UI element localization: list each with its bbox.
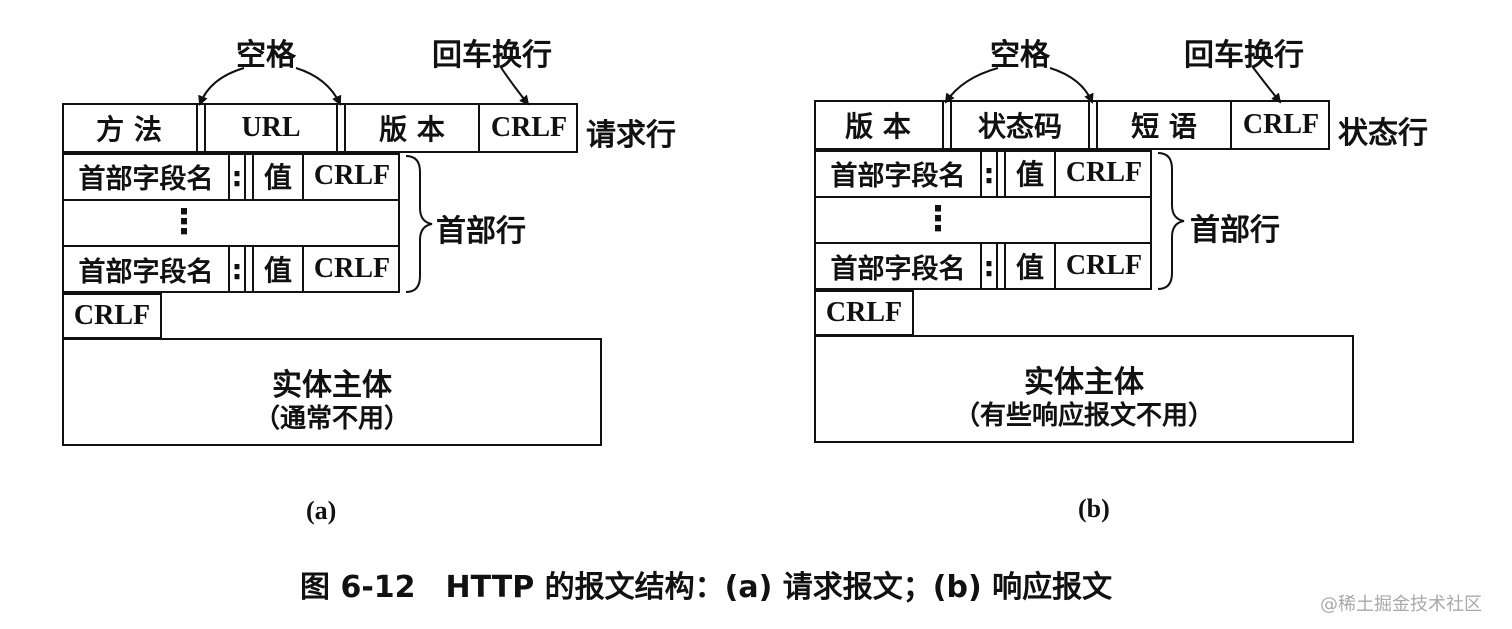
request-line-crlf: CRLF [490, 112, 568, 143]
response-body-title: 实体主体 [1024, 365, 1144, 400]
response-header-crlf-1: CRLF [1065, 157, 1143, 188]
request-body-note: （通常不用） [253, 404, 410, 434]
response-header-colon-2: : [983, 249, 995, 283]
request-body-frame: 实体主体 （通常不用） [62, 338, 602, 446]
request-space-arrow-right [295, 67, 342, 106]
watermark: @稀土掘金技术社区 [1320, 594, 1482, 615]
request-space-arrow-left [198, 67, 245, 106]
response-status-code: 状态码 [977, 110, 1062, 143]
request-header-colon-2: : [231, 252, 243, 286]
request-header-name-2: 首部字段名 [78, 256, 214, 288]
request-header-value-2: 值 [263, 254, 292, 287]
response-phrase: 短 语 [1131, 110, 1197, 143]
response-body-note: （有些响应报文不用） [953, 401, 1214, 431]
response-crlf-arrow [1251, 65, 1282, 104]
request-body-title: 实体主体 [272, 368, 392, 403]
response-header-name-1: 首部字段名 [830, 160, 966, 192]
response-body-frame: 实体主体 （有些响应报文不用） [814, 335, 1354, 443]
response-header-brace [1157, 152, 1185, 290]
request-space-label: 空格 [236, 38, 296, 73]
request-header-crlf-1: CRLF [313, 160, 391, 191]
request-crlf-top-label: 回车换行 [432, 38, 552, 73]
response-header-value-2: 值 [1015, 251, 1044, 284]
response-blank-crlf: CRLF [825, 297, 903, 328]
request-blank-crlf: CRLF [73, 300, 151, 331]
request-header-ellipsis: ⋮ [167, 202, 201, 242]
request-line-label: 请求行 [586, 118, 676, 153]
request-sub-caption: (a) [306, 496, 337, 525]
request-header-colon-1: : [231, 159, 243, 193]
request-version: 版 本 [379, 113, 445, 146]
request-header-name-1: 首部字段名 [78, 163, 214, 195]
response-space-arrow-right [1049, 67, 1094, 104]
response-header-crlf-2: CRLF [1065, 250, 1143, 281]
response-space-label: 空格 [990, 38, 1050, 73]
status-line-frame [814, 100, 1330, 150]
request-header-label: 首部行 [436, 214, 526, 249]
request-header-crlf-2: CRLF [313, 253, 391, 284]
response-header-name-2: 首部字段名 [830, 253, 966, 285]
response-sub-caption: (b) [1078, 494, 1110, 523]
status-line-crlf: CRLF [1242, 109, 1320, 140]
response-crlf-top-label: 回车换行 [1184, 38, 1304, 73]
request-url: URL [241, 112, 301, 143]
response-header-frame [814, 150, 1152, 290]
response-header-colon-1: : [983, 156, 995, 190]
response-header-label: 首部行 [1190, 213, 1280, 248]
request-header-value-1: 值 [263, 161, 292, 194]
response-version: 版 本 [845, 110, 911, 143]
request-header-frame [62, 153, 400, 293]
response-header-ellipsis: ⋮ [921, 199, 955, 239]
request-line-frame [62, 103, 578, 153]
request-method: 方 法 [96, 113, 162, 146]
request-header-brace [405, 155, 433, 293]
request-crlf-arrow [499, 65, 530, 106]
status-line-label: 状态行 [1338, 116, 1428, 151]
figure-caption: 图 6-12 HTTP 的报文结构：(a) 请求报文；(b) 响应报文 [300, 570, 1113, 605]
response-space-arrow-left [944, 67, 999, 104]
response-header-value-1: 值 [1015, 158, 1044, 191]
